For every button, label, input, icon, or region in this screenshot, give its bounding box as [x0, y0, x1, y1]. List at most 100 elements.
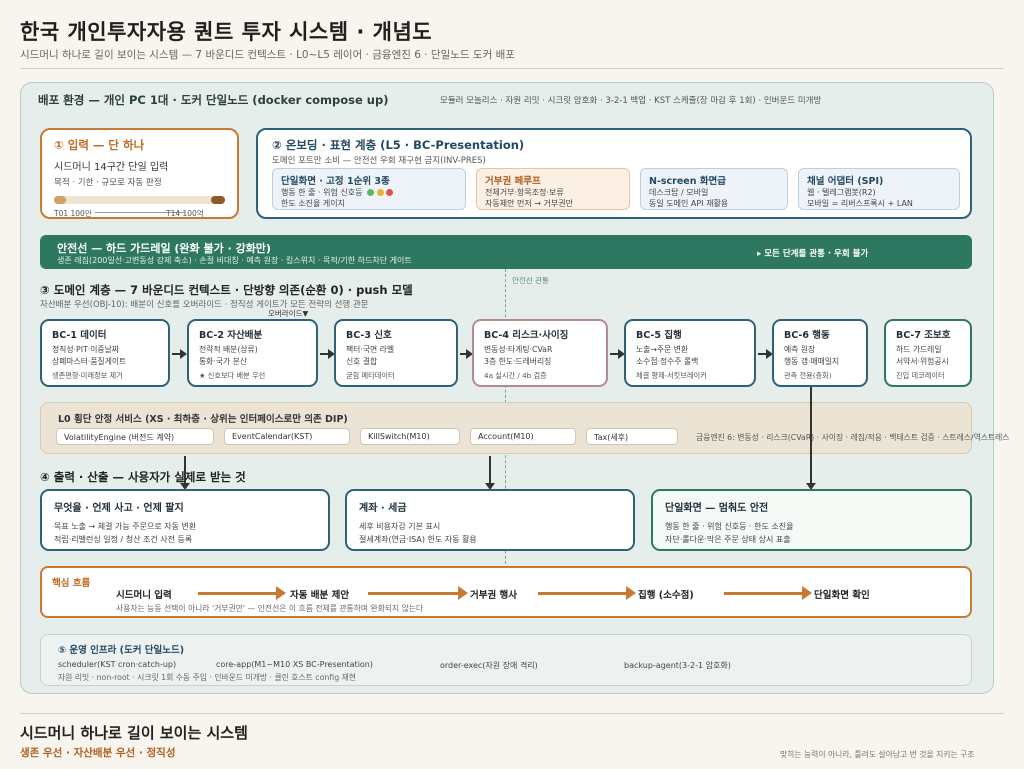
ops-tail: 자원 리밋 · non-root · 시크릿 1회 수동 주입 · 인바운드 미…: [58, 673, 356, 682]
arrow-right-icon: [460, 349, 473, 359]
flow-step-execute: 집행 (소수점): [638, 590, 694, 601]
footer-sub: 생존 우선 · 자산배분 우선 · 정직성: [20, 747, 176, 759]
range-line: [95, 212, 185, 213]
l0-pill-account: Account(M10): [470, 428, 576, 445]
onb-card-channel: 채널 어댑터 (SPI) 웹 · 텔레그램봇(R2) 모바일 = 리버스프록시 …: [798, 168, 960, 210]
bc-line2: 신호 결합: [346, 357, 378, 366]
bc-note: 굳힘 메타데이터: [346, 371, 395, 380]
input-line1: 시드머니 14구간 단일 입력: [54, 162, 169, 173]
bc-title: BC-1 데이터: [52, 330, 107, 341]
flow-title: 핵심 흐름: [52, 578, 91, 589]
arrow-right-icon: [320, 349, 335, 359]
bc-note: 생존편향·미래정보 제거: [52, 371, 123, 380]
onb-card-line1: 행동 한 줄 · 위험 신호등: [281, 187, 457, 198]
bc-line1: 예측 원장: [784, 345, 816, 354]
bc-allocation: BC-2 자산배분 전략적 배분(상류) 통화·국가 분산 ★ 신호보다 배분 …: [187, 319, 318, 387]
output-card-title: 무엇을 · 언제 사고 · 언제 팔지: [54, 503, 184, 514]
bc-line1: 팩터·국면 라벨: [346, 345, 394, 354]
onb-card-line2: 한도 소진율 게이지: [281, 199, 345, 208]
ops-core-app: core-app(M1~M10 XS BC-Presentation): [216, 660, 373, 669]
bc-line1: 변동성·타게팅·CVaR: [484, 345, 553, 354]
l0-pill-killswitch: KillSwitch(M10): [360, 428, 460, 445]
output-card-trades: 무엇을 · 언제 사고 · 언제 팔지 목표 노출 → 체결 가능 주문으로 자…: [40, 489, 330, 551]
ops-scheduler: scheduler(KST cron·catch-up): [58, 660, 177, 669]
arrow-right-icon: [610, 349, 625, 359]
onb-card-line1: 웹 · 텔레그램봇(R2): [807, 188, 876, 197]
flow-step-veto: 거부권 행사: [470, 590, 518, 601]
bc-title: BC-7 조보호: [896, 330, 951, 341]
output-card-line1: 세후 비용차감 기본 표시: [359, 522, 441, 531]
arrow-down-icon: [180, 456, 190, 490]
traffic-light-yellow-icon: [376, 189, 384, 196]
onboarding-title: ② 온보딩 · 표현 계층 (L5 · BC-Presentation): [272, 138, 525, 152]
bc-line2: 3층 한도·드레버리징: [484, 357, 552, 366]
onboarding-subtitle: 도메인 포트만 소비 — 안전선 우회 재구현 금지(INV-PRES): [272, 156, 486, 166]
l0-pill-volatility: VolatilityEngine (버전드 계약): [56, 428, 214, 445]
domain-title: ③ 도메인 계층 — 7 바운디드 컨텍스트 · 단방향 의존(순환 0) · …: [40, 283, 413, 297]
core-flow: [40, 566, 972, 618]
arrow-right-icon: [198, 586, 286, 600]
onb-card-title: N-screen 화면급: [649, 176, 727, 187]
ops-infra: [40, 634, 972, 686]
input-title: ① 입력 — 단 하나: [54, 138, 145, 152]
bc-signal: BC-3 신호 팩터·국면 라벨 신호 결합 굳힘 메타데이터: [334, 319, 458, 387]
arrow-down-icon: [485, 456, 495, 490]
domain-subtitle: 자산배분 우선(OBJ-10): 배분이 신호를 오버라이드 · 정직성 게이트…: [40, 300, 369, 310]
output-card-title: 계좌 · 세금: [359, 503, 407, 514]
bc-title: BC-3 신호: [346, 330, 392, 341]
bc-title: BC-4 리스크·사이징: [484, 330, 569, 341]
bc-line2: 상폐마스터·품질게이트: [52, 357, 127, 366]
bc-risk-sizing: BC-4 리스크·사이징 변동성·타게팅·CVaR 3층 한도·드레버리징 4a…: [472, 319, 608, 387]
flow-step-allocation: 자동 배분 제안: [290, 590, 350, 601]
output-card-tax: 계좌 · 세금 세후 비용차감 기본 표시 절세계좌(연금·ISA) 한도 자동…: [345, 489, 635, 551]
arrow-right-icon: [758, 349, 773, 359]
bc-title: BC-5 집행: [636, 330, 682, 341]
l0-title: L0 횡단 안정 서비스 (XS · 최하층 · 상위는 인터페이스로만 의존 …: [58, 414, 348, 425]
footer-right: 맞히는 능력이 아니라, 틀려도 살아남고 번 것을 지키는 구조: [780, 750, 975, 759]
bc-execution: BC-5 집행 노출→주문 변환 소수점·정수주 롤백 체결 평제·서킷브레이커: [624, 319, 756, 387]
onb-card-title: 채널 어댑터 (SPI): [807, 176, 884, 187]
ops-title: ⑤ 운영 인프라 (도커 단일노드): [58, 645, 185, 656]
bc-note: 관측 전용(층화): [784, 371, 832, 380]
onb-card-nscreen: N-screen 화면급 데스크탑 / 모바일 동일 도메인 API 재활용: [640, 168, 788, 210]
l0-engines: 금융엔진 6: 변동성 · 리스크(CVaR) · 사이징 · 레짐/적응 · …: [696, 433, 1010, 442]
bc-line2: 서약서·위험공시: [896, 357, 949, 366]
override-label: 오버라이드▼: [268, 309, 309, 318]
seed-range-min-handle: [54, 196, 66, 204]
safety-line-label: 안전선 관통: [512, 276, 549, 285]
bc-title: BC-6 행동: [784, 330, 830, 341]
onb-card-line1: 전체거부·항목조정·보류: [485, 188, 564, 197]
bc-note: ★ 신호보다 배분 우선: [199, 371, 266, 380]
onb-card-title: 거부권 페루프: [485, 176, 541, 187]
arrow-right-icon: [368, 586, 468, 600]
range-min-label: T01 100만: [54, 209, 92, 218]
onb-card-line1: 데스크탑 / 모바일: [649, 188, 709, 197]
arrow-down-icon: [806, 387, 816, 490]
guardrail-title: 안전선 — 하드 가드레일 (완화 불가 · 강화만): [57, 242, 271, 255]
guardrail-right-note: ▸ 모든 단계를 관통 · 우회 불가: [757, 249, 869, 259]
bc-title: BC-2 자산배분: [199, 330, 263, 341]
bc-line1: 정직성·PIT·이중날짜: [52, 345, 119, 354]
onb-card-line2: 모바일 = 리버스프록시 + LAN: [807, 199, 913, 208]
flow-note: 사용자는 능동 선택이 아니라 '거부권만' — 안전선은 이 흐름 전체를 관…: [116, 604, 424, 613]
onb-card-title: 단일화면 · 고정 1순위 3종: [281, 176, 390, 187]
range-max-label: T14 100억: [166, 209, 204, 218]
bc-data: BC-1 데이터 정직성·PIT·이중날짜 상폐마스터·품질게이트 생존편향·미…: [40, 319, 170, 387]
output-card-line1: 행동 한 줄 · 위험 신호등 · 한도 소진율: [665, 522, 794, 531]
page-subtitle: 시드머니 하나로 길이 보이는 시스템 — 7 바운디드 컨텍스트 · L0~L…: [20, 49, 515, 61]
deploy-meta: 모듈러 모놀리스 · 자원 리밋 · 시크릿 암호화 · 3-2-1 백업 · …: [440, 96, 822, 106]
output-card-line2: 적립·리밸런싱 일정 / 청산 조건 사전 등록: [54, 535, 193, 544]
seed-range-max-handle: [211, 196, 225, 204]
onb-card-line2: 동일 도메인 API 재활용: [649, 199, 729, 208]
output-card-title: 단일화면 — 멈춰도 안전: [665, 503, 769, 514]
output-title: ④ 출력 · 산출 — 사용자가 실제로 받는 것: [40, 470, 246, 484]
onb-card-veto: 거부권 페루프 전체거부·항목조정·보류 자동체안 먼저 → 거부권만: [476, 168, 630, 210]
bc-note: 체결 평제·서킷브레이커: [636, 371, 707, 380]
footer-title: 시드머니 하나로 길이 보이는 시스템: [20, 724, 248, 742]
traffic-light-red-icon: [386, 189, 394, 196]
bc-line2: 소수점·정수주 롤백: [636, 357, 699, 366]
onb-card-single-screen: 단일화면 · 고정 1순위 3종 행동 한 줄 · 위험 신호등 한도 소진율 …: [272, 168, 466, 210]
l0-pill-tax: Tax(세후): [586, 428, 678, 445]
flow-step-screen: 단일화면 확인: [814, 590, 870, 601]
arrow-right-icon: [538, 586, 636, 600]
